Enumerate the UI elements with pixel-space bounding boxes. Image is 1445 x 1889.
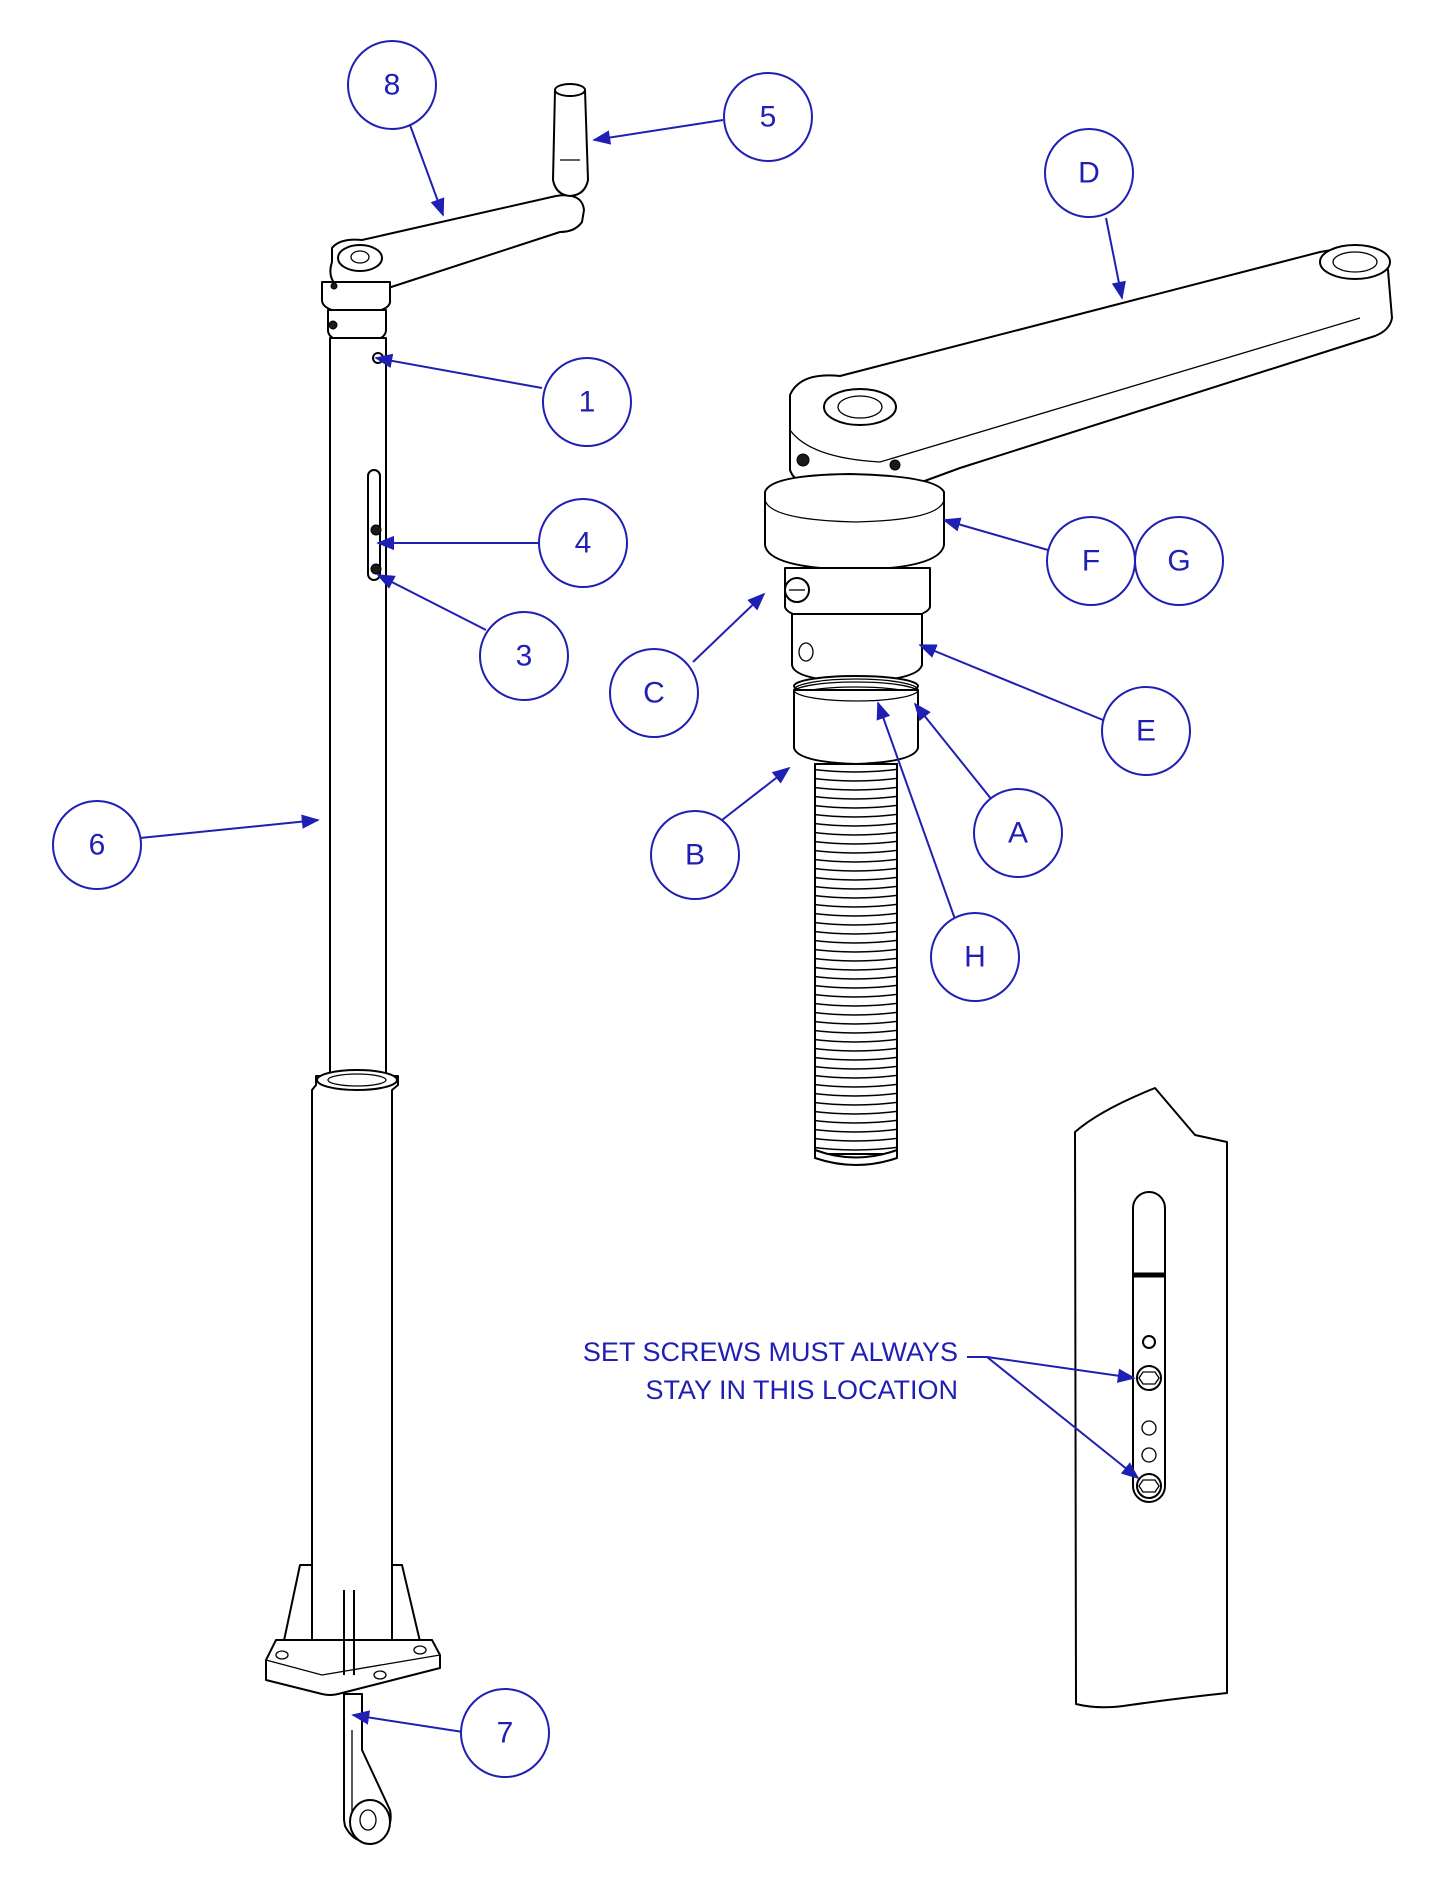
callout-A-label: A [1008,817,1028,850]
callout-7-label: 7 [497,1717,514,1750]
callout-E: E [1101,686,1191,776]
crank-arm [329,194,585,295]
lever-arm [789,247,1393,494]
upper-tube [329,337,387,1085]
callout-7: 7 [460,1688,550,1778]
callout-E-label: E [1136,715,1156,748]
callout-5-label: 5 [760,101,777,134]
lever-hub [823,388,897,426]
note-line-2: STAY IN THIS LOCATION [645,1375,958,1405]
callout-C-label: C [643,677,665,710]
callout-B: B [650,810,740,900]
callout-8: 8 [347,40,437,130]
closeup-set-screw-upper [1136,1365,1162,1391]
callout-3: 3 [479,611,569,701]
lever-eye [1319,244,1391,280]
clamp-eye [349,1799,391,1845]
detail-threaded-rod [814,763,898,1166]
lower-tube [311,1075,399,1641]
callout-C: C [609,648,699,738]
leader-lines [139,119,1140,1733]
callout-H: H [930,912,1020,1002]
tube-closeup [1074,1087,1228,1709]
base-gusset-left [281,1564,313,1651]
callout-F: F [1046,516,1136,606]
callout-8-label: 8 [384,69,401,102]
callout-6: 6 [52,800,142,890]
callout-G-label: G [1167,545,1190,578]
stand-assembly [265,83,589,1845]
crank-knob [552,85,589,197]
callout-5: 5 [723,72,813,162]
detail-lower-sleeve [791,613,923,683]
callout-1-label: 1 [579,386,596,419]
callout-D-label: D [1078,157,1100,190]
callout-6-label: 6 [89,829,106,862]
callout-1: 1 [542,357,632,447]
callout-B-label: B [685,839,705,872]
callout-4: 4 [538,498,628,588]
closeup-set-screw-lower [1136,1473,1162,1499]
callout-D: D [1044,128,1134,218]
callout-G: G [1134,516,1224,606]
note-line-1: SET SCREWS MUST ALWAYS [583,1337,958,1367]
callout-A: A [973,788,1063,878]
callout-F-label: F [1082,545,1100,578]
callout-H-label: H [964,941,986,974]
crank-hub [337,244,383,272]
callout-3-label: 3 [516,640,533,673]
set-screw-note: SET SCREWS MUST ALWAYS STAY IN THIS LOCA… [583,1337,958,1405]
exploded-detail [764,244,1393,1166]
callout-4-label: 4 [575,527,592,560]
base-gusset-right [391,1564,423,1651]
